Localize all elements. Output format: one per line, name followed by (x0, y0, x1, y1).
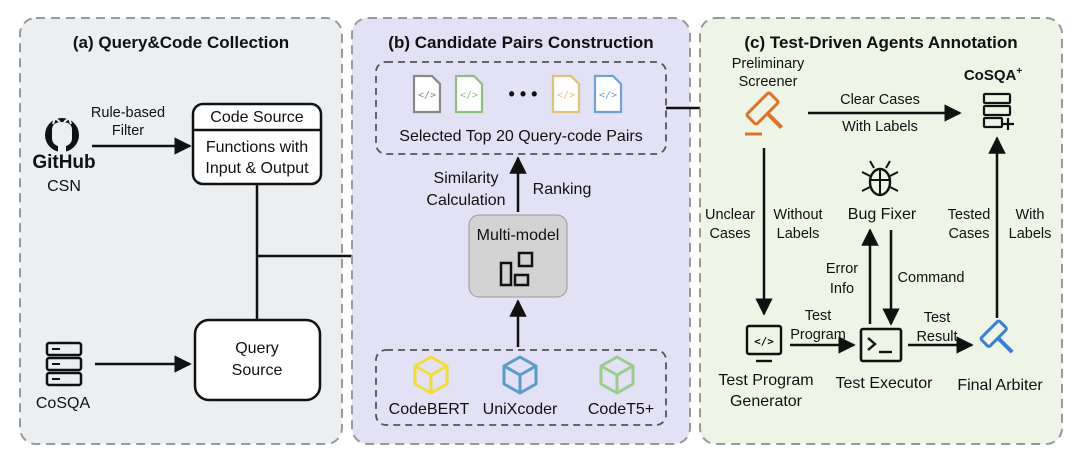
with-label-2: Labels (1009, 226, 1052, 242)
similarity-label-1: Similarity (434, 170, 499, 187)
error-info-label-1: Error (826, 261, 858, 277)
multi-model-box: Multi-model (468, 214, 568, 298)
unclear-label-1: Unclear (705, 207, 755, 223)
bug-icon (861, 160, 899, 197)
unclear-label-2: Cases (709, 226, 750, 242)
rule-filter-label-1: Rule-based (91, 105, 165, 121)
terminal-icon (859, 327, 903, 363)
cosqa-plus-label: CoSQA+ (964, 66, 1023, 84)
model-label-codet5: CodeT5+ (588, 401, 654, 418)
cosqa-plus-database-icon (982, 92, 1014, 130)
svg-text:</>: </> (460, 90, 478, 101)
without-label-1: Without (773, 207, 822, 223)
similarity-label-2: Calculation (426, 192, 505, 209)
code-file-icon-4: </> (593, 74, 623, 114)
model-label-unixcoder: UniXcoder (483, 401, 558, 418)
cosqa-database-icon (45, 341, 83, 387)
panel-a: (a) Query&Code Collection GitHub CSN Rul… (19, 17, 343, 445)
svg-text:</>: </> (557, 90, 575, 101)
multi-model-label: Multi-model (477, 227, 560, 244)
models-box (375, 349, 667, 426)
model-grid-icon (499, 251, 534, 287)
ranking-label: Ranking (533, 181, 592, 198)
clear-cases-label-1: Clear Cases (840, 92, 920, 108)
test-program-label-2: Program (790, 327, 846, 343)
code-file-icon-1: </> (412, 74, 442, 114)
panel-b: (b) Candidate Pairs Construction </> </>… (351, 17, 691, 445)
svg-text:</>: </> (418, 90, 436, 101)
panel-a-title: (a) Query&Code Collection (73, 33, 289, 52)
test-program-label-1: Test (805, 308, 832, 324)
unixcoder-cube-icon (502, 355, 538, 395)
svg-text:</>: </> (754, 335, 774, 348)
query-source-line-2: Source (232, 362, 283, 379)
codet5-cube-icon (599, 355, 635, 395)
svg-text:</>: </> (599, 90, 617, 101)
ellipsis: • • • (509, 84, 538, 104)
test-generator-label-1: Test Program (718, 372, 813, 389)
command-label: Command (898, 270, 965, 286)
code-source-title: Code Source (210, 109, 303, 126)
codebert-cube-icon (413, 355, 449, 395)
rule-filter-label-2: Filter (112, 123, 144, 139)
test-generator-label-2: Generator (730, 393, 803, 410)
code-source-line-1: Functions with (206, 139, 308, 156)
code-file-icon-3: </> (551, 74, 581, 114)
github-logo-text: GitHub (32, 152, 95, 173)
model-label-codebert: CodeBERT (389, 401, 470, 418)
screener-label-1: Preliminary (732, 56, 805, 72)
panel-c: (c) Test-Driven Agents Annotation Prelim… (699, 17, 1063, 445)
selected-pairs-label: Selected Top 20 Query-code Pairs (399, 128, 642, 145)
panel-c-title: (c) Test-Driven Agents Annotation (744, 33, 1017, 52)
query-source-box: Query Source (193, 318, 322, 402)
test-result-label-1: Test (924, 310, 951, 326)
test-executor-label: Test Executor (836, 375, 934, 392)
cosqa-label: CoSQA (36, 395, 91, 412)
final-arbiter-label: Final Arbiter (957, 377, 1043, 394)
error-info-label-2: Info (830, 281, 854, 297)
test-result-label-2: Result (916, 329, 957, 345)
screener-label-2: Screener (739, 74, 798, 90)
clear-cases-label-2: With Labels (842, 119, 918, 135)
code-source-box: Code Source Functions with Input & Outpu… (191, 102, 323, 186)
selected-pairs-box (375, 61, 667, 155)
code-source-line-2: Input & Output (205, 160, 309, 177)
github-icon (45, 116, 79, 152)
code-window-icon: </> (745, 324, 783, 363)
code-file-icon-2: </> (454, 74, 484, 114)
with-label-1: With (1016, 207, 1045, 223)
bug-fixer-label: Bug Fixer (848, 206, 917, 223)
query-source-line-1: Query (235, 340, 279, 357)
arbiter-gavel-icon (979, 319, 1014, 354)
without-label-2: Labels (777, 226, 820, 242)
tested-label-2: Cases (948, 226, 989, 242)
gavel-icon (745, 91, 783, 136)
tested-label-1: Tested (948, 207, 991, 223)
panel-b-title: (b) Candidate Pairs Construction (388, 33, 653, 52)
csn-label: CSN (47, 178, 81, 195)
